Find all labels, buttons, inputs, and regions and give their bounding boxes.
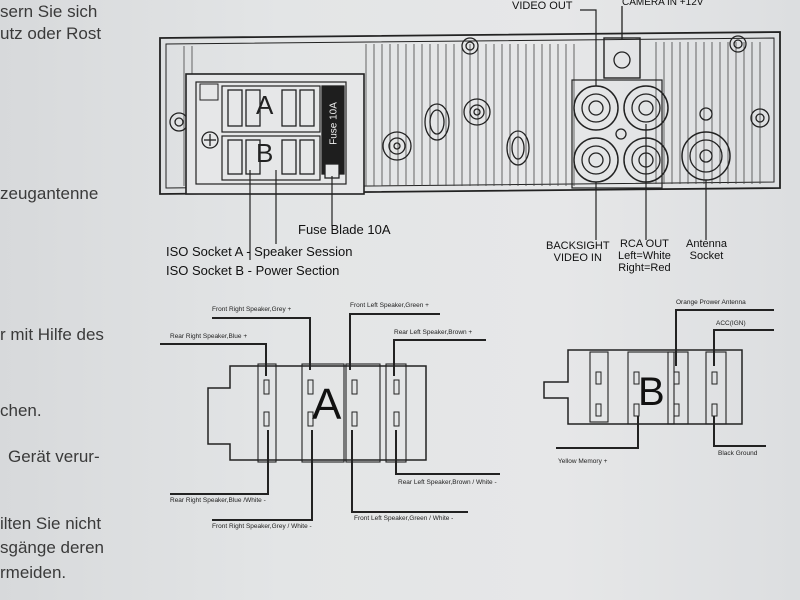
connector-b-letter: B — [638, 370, 665, 414]
iso-socket-b-label: ISO Socket B - Power Section — [166, 263, 340, 278]
panel-holes — [382, 98, 530, 166]
fuse-vertical-label: Fuse 10A — [328, 102, 340, 145]
side-text-line: sern Sie sich — [0, 2, 98, 21]
side-text-line: chen. — [0, 401, 42, 420]
rear-right-plus-label: Rear Right Speaker,Blue + — [170, 333, 248, 340]
iso-socket-a-label: ISO Socket A - Speaker Session — [166, 244, 353, 259]
backsight-video-in-jack — [573, 137, 619, 183]
camera-in-label: CAMERA IN +12V — [622, 0, 704, 8]
side-text-line: Gerät verur- — [8, 447, 100, 466]
connector-b-diagram — [543, 309, 774, 449]
rca-out-label-line2: Left=White — [618, 250, 671, 262]
black-ground-label: Black Ground — [718, 450, 758, 457]
front-left-plus-label: Front Left Speaker,Green + — [350, 302, 429, 309]
wire-acc-ign — [713, 329, 774, 366]
video-out-jack — [573, 85, 619, 131]
side-text-line: r mit Hilfe des — [0, 325, 104, 344]
wire-rear-right-plus — [160, 343, 267, 376]
wire-yellow-memory — [556, 416, 639, 449]
rca-out-label: RCA OUT Left=White Right=Red — [618, 238, 671, 274]
rear-right-minus-label: Rear Right Speaker,Blue /White - — [170, 497, 266, 504]
wire-black-ground — [713, 416, 766, 447]
acc-ign-label: ACC(IGN) — [716, 320, 746, 327]
wire-rear-right-minus — [170, 430, 269, 495]
yellow-memory-label: Yellow Memory + — [558, 458, 608, 465]
rear-left-minus-label: Rear Left Speaker,Brown / White - — [398, 479, 497, 486]
connector-a-diagram — [160, 313, 500, 521]
radio-rear-panel — [159, 31, 781, 195]
rca-out-label-line1: RCA OUT — [619, 238, 669, 250]
rca-out-label-line3: Right=Red — [618, 262, 671, 274]
front-right-minus-label: Front Right Speaker,Grey / White - — [212, 523, 312, 530]
antenna-socket — [681, 107, 731, 181]
fuse-blade-label: Fuse Blade 10A — [298, 222, 391, 237]
wire-front-right-plus — [212, 317, 311, 370]
antenna-socket-label: Antenna Socket — [686, 238, 727, 262]
front-left-minus-label: Front Left Speaker,Green / White - — [354, 515, 454, 522]
iso-socket-housing — [185, 73, 365, 195]
front-right-plus-label: Front Right Speaker,Grey + — [212, 306, 292, 313]
wire-front-left-minus — [351, 430, 468, 513]
antenna-label-line2: Socket — [689, 250, 724, 262]
side-text-line: zeugantenne — [0, 184, 99, 203]
top-leader-lines — [249, 9, 707, 260]
backsight-label-line1: BACKSIGHT — [546, 240, 610, 252]
iso-socket-b — [221, 135, 321, 181]
side-text-line: rmeiden. — [0, 563, 67, 582]
wire-front-right-minus — [212, 430, 313, 521]
side-text-line: sgänge deren — [0, 538, 104, 557]
iso-socket-a — [221, 85, 321, 133]
wire-rear-left-plus — [393, 339, 486, 376]
socket-a-letter: A — [256, 90, 274, 120]
socket-b-letter: B — [256, 138, 274, 168]
backsight-label: BACKSIGHT VIDEO IN — [546, 240, 610, 264]
heatsink-ribs — [183, 42, 761, 186]
orange-antenna-label: Orange Prower Antenna — [676, 299, 746, 306]
side-text-line: ilten Sie nicht — [0, 514, 102, 533]
wire-orange-power-antenna — [675, 309, 774, 366]
wire-rear-left-minus — [395, 430, 500, 475]
connector-a-letter: A — [312, 380, 342, 429]
side-text-line: utz oder Rost — [0, 24, 102, 43]
rear-left-plus-label: Rear Left Speaker,Brown + — [394, 329, 473, 336]
backsight-label-line2: VIDEO IN — [553, 252, 602, 264]
video-out-label: VIDEO OUT — [512, 0, 573, 12]
mounting-hole — [750, 108, 770, 128]
wire-front-left-plus — [349, 313, 440, 370]
antenna-label-line1: Antenna — [686, 238, 727, 250]
camera-in-connector — [603, 6, 641, 79]
rca-block — [571, 79, 669, 189]
